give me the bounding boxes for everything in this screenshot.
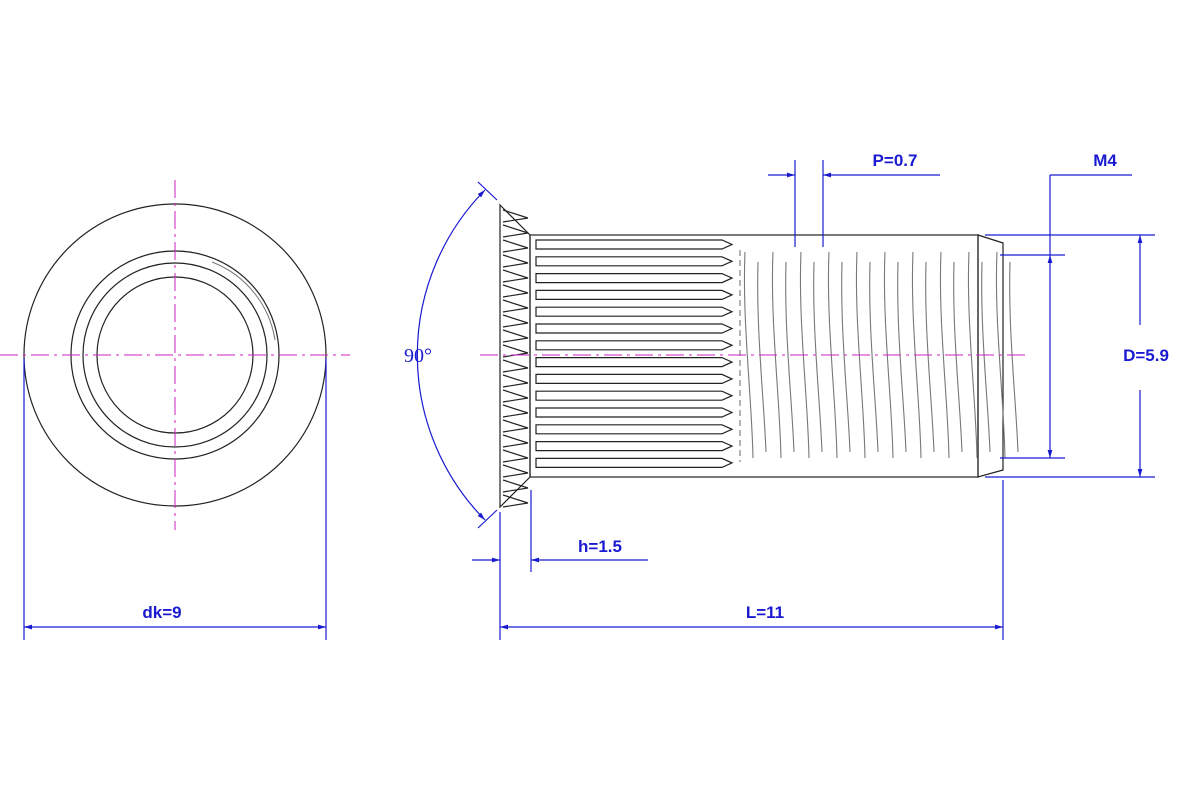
thread-crest <box>967 251 978 459</box>
knurl-rib <box>535 390 734 401</box>
pitch-label: P=0.7 <box>873 151 918 170</box>
knurl-rib <box>535 323 734 334</box>
knurled-ribs <box>535 239 734 468</box>
head-knurl-tooth <box>502 239 529 253</box>
knurl-rib <box>535 256 734 267</box>
knurl-rib <box>535 373 734 384</box>
knurl-rib <box>535 441 734 452</box>
thread-root <box>869 261 879 453</box>
head-knurl-tooth <box>502 209 529 223</box>
thread-arc <box>211 261 276 341</box>
angle-label: 90° <box>404 345 432 367</box>
angle-dimension: 90° <box>404 181 498 529</box>
head-knurl-tooth <box>502 494 529 508</box>
h-dimension: h=1.5 <box>472 490 648 640</box>
head-knurl-tooth <box>502 224 529 238</box>
thread-crest <box>827 251 838 459</box>
thread-crest <box>771 251 782 459</box>
thread-crest <box>743 251 754 459</box>
head-knurl-tooth <box>502 479 529 493</box>
thread-crest <box>883 251 894 459</box>
knurl-rib <box>535 457 734 468</box>
thread-root <box>925 261 935 453</box>
head-knurl-tooth <box>502 374 529 388</box>
D-dimension: D=5.9 <box>985 234 1169 478</box>
head-knurl-tooth <box>502 299 529 313</box>
head-knurl-tooth <box>502 269 529 283</box>
knurl-rib <box>535 424 734 435</box>
body <box>529 234 979 478</box>
knurl-rib <box>535 306 734 317</box>
head-knurl-tooth <box>502 359 529 373</box>
thread-crest <box>799 251 810 459</box>
pitch-dimension: P=0.7 <box>768 151 940 247</box>
thread-root <box>953 261 963 453</box>
thread-root <box>1009 261 1019 453</box>
D-label: D=5.9 <box>1123 346 1169 365</box>
head-knurl-tooth <box>502 329 529 343</box>
knurl-rib <box>535 273 734 284</box>
head-knurl-tooth <box>502 404 529 418</box>
head-knurl-tooth <box>502 389 529 403</box>
L-label: L=11 <box>746 603 784 622</box>
head-knurl-tooth <box>502 434 529 448</box>
thread-crest <box>995 251 1006 459</box>
thread-crest <box>939 251 950 459</box>
head-knurl-tooth <box>502 464 529 478</box>
thread-root <box>897 261 907 453</box>
thread-root <box>981 261 991 453</box>
end-view <box>0 180 350 530</box>
h-label: h=1.5 <box>578 537 622 556</box>
head-knurl <box>502 209 529 508</box>
head-knurl-tooth <box>502 449 529 463</box>
thread-size-label: M4 <box>1093 151 1117 170</box>
knurl-rib <box>535 357 734 368</box>
side-view <box>480 203 1030 509</box>
knurl-rib <box>535 407 734 418</box>
thread-root <box>841 261 851 453</box>
thread-root <box>785 261 795 453</box>
dk-label: dk=9 <box>142 603 181 622</box>
thread-root <box>757 261 767 453</box>
head-knurl-tooth <box>502 419 529 433</box>
L-dimension: L=11 <box>500 480 1004 640</box>
knurl-rib <box>535 239 734 250</box>
thread-crest <box>911 251 922 459</box>
ring-circle <box>82 262 268 448</box>
head-knurl-tooth <box>502 284 529 298</box>
chamfer <box>977 234 1004 478</box>
internal-thread <box>743 251 1019 459</box>
knurl-rib <box>535 289 734 300</box>
head-knurl-tooth <box>502 254 529 268</box>
thread-crest <box>855 251 866 459</box>
knurl-rib <box>535 340 734 351</box>
dk-dimension: dk=9 <box>23 358 327 640</box>
thread-root <box>813 261 823 453</box>
head-knurl-tooth <box>502 314 529 328</box>
thread-size-dimension: M4 <box>1000 151 1132 459</box>
